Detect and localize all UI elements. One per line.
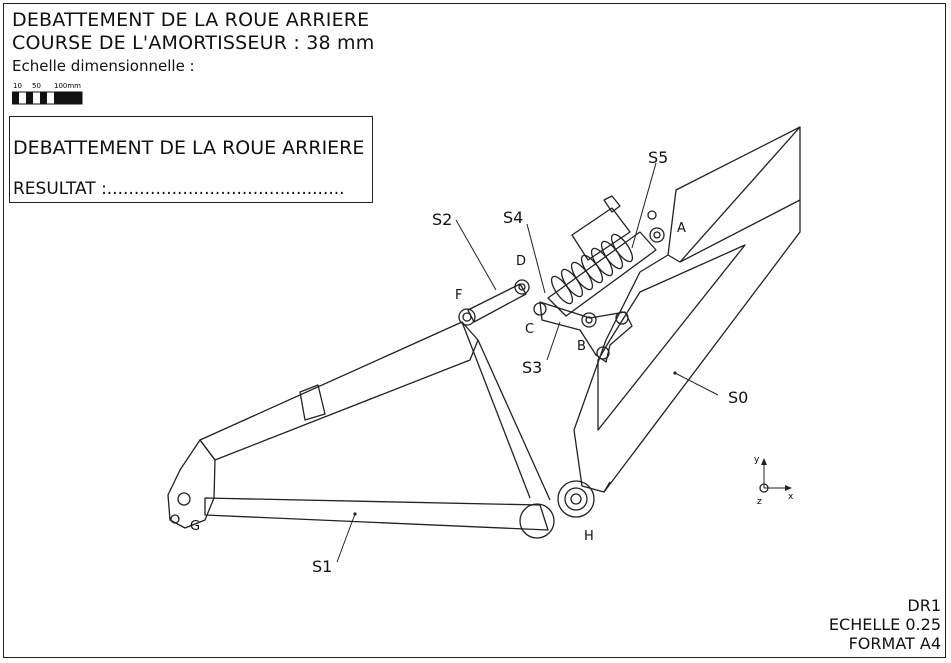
title-line-1: DEBATTEMENT DE LA ROUE ARRIERE [12, 9, 370, 31]
pivot-d [514, 279, 530, 295]
pivot-h-ring [519, 503, 555, 539]
label-c: C [525, 322, 534, 337]
seatstay-s1 [199, 321, 479, 461]
sheet-scale: ECHELLE 0.25 [828, 615, 941, 634]
pivot-b [581, 312, 597, 328]
scale-bar: 10 50 100mm [12, 82, 83, 105]
label-s5: S5 [648, 148, 668, 167]
label-s2: S2 [432, 210, 452, 229]
shock-spring [550, 233, 634, 305]
label-g: G [190, 519, 200, 534]
label-s0: S0 [728, 388, 748, 407]
axis-z: z [757, 497, 762, 507]
label-s3: S3 [522, 358, 542, 377]
label-s1: S1 [312, 557, 332, 576]
label-d: D [516, 254, 526, 269]
label-s4: S4 [503, 208, 523, 227]
scale-caption: Echelle dimensionnelle : [12, 57, 195, 75]
sheet-format: FORMAT A4 [848, 634, 941, 653]
pivot-c [533, 302, 547, 316]
result-box: DEBATTEMENT DE LA ROUE ARRIERE RESULTAT … [9, 116, 373, 203]
label-a: A [677, 221, 686, 236]
drawing-sheet [3, 3, 946, 658]
shock-reservoir [571, 207, 631, 261]
title-block: DR1 ECHELLE 0.25 FORMAT A4 [829, 596, 941, 653]
chainstay-s1 [204, 497, 549, 531]
scale-tick-50: 50 [32, 82, 41, 90]
title-line-2: COURSE DE L'AMORTISSEUR : 38 mm [12, 32, 375, 54]
sheet-ref: DR1 [907, 596, 941, 615]
label-f: F [455, 288, 462, 303]
result-heading: DEBATTEMENT DE LA ROUE ARRIERE [13, 137, 365, 159]
dropout-g [167, 439, 216, 529]
result-field: RESULTAT :..............................… [13, 179, 345, 199]
frame-s0-inner [597, 244, 746, 431]
label-b: B [577, 339, 586, 354]
label-h: H [584, 529, 594, 544]
pivot-a [649, 227, 665, 243]
frame-s0 [573, 126, 801, 493]
scale-tick-10: 10 [13, 82, 22, 90]
rocker-s3 [539, 301, 633, 363]
link-s2 [467, 283, 527, 323]
scale-tick-100: 100mm [54, 82, 81, 90]
pivot-f [458, 308, 476, 326]
shock-body [547, 231, 657, 317]
axis-x: x [788, 492, 794, 502]
axis-y: y [754, 455, 760, 465]
